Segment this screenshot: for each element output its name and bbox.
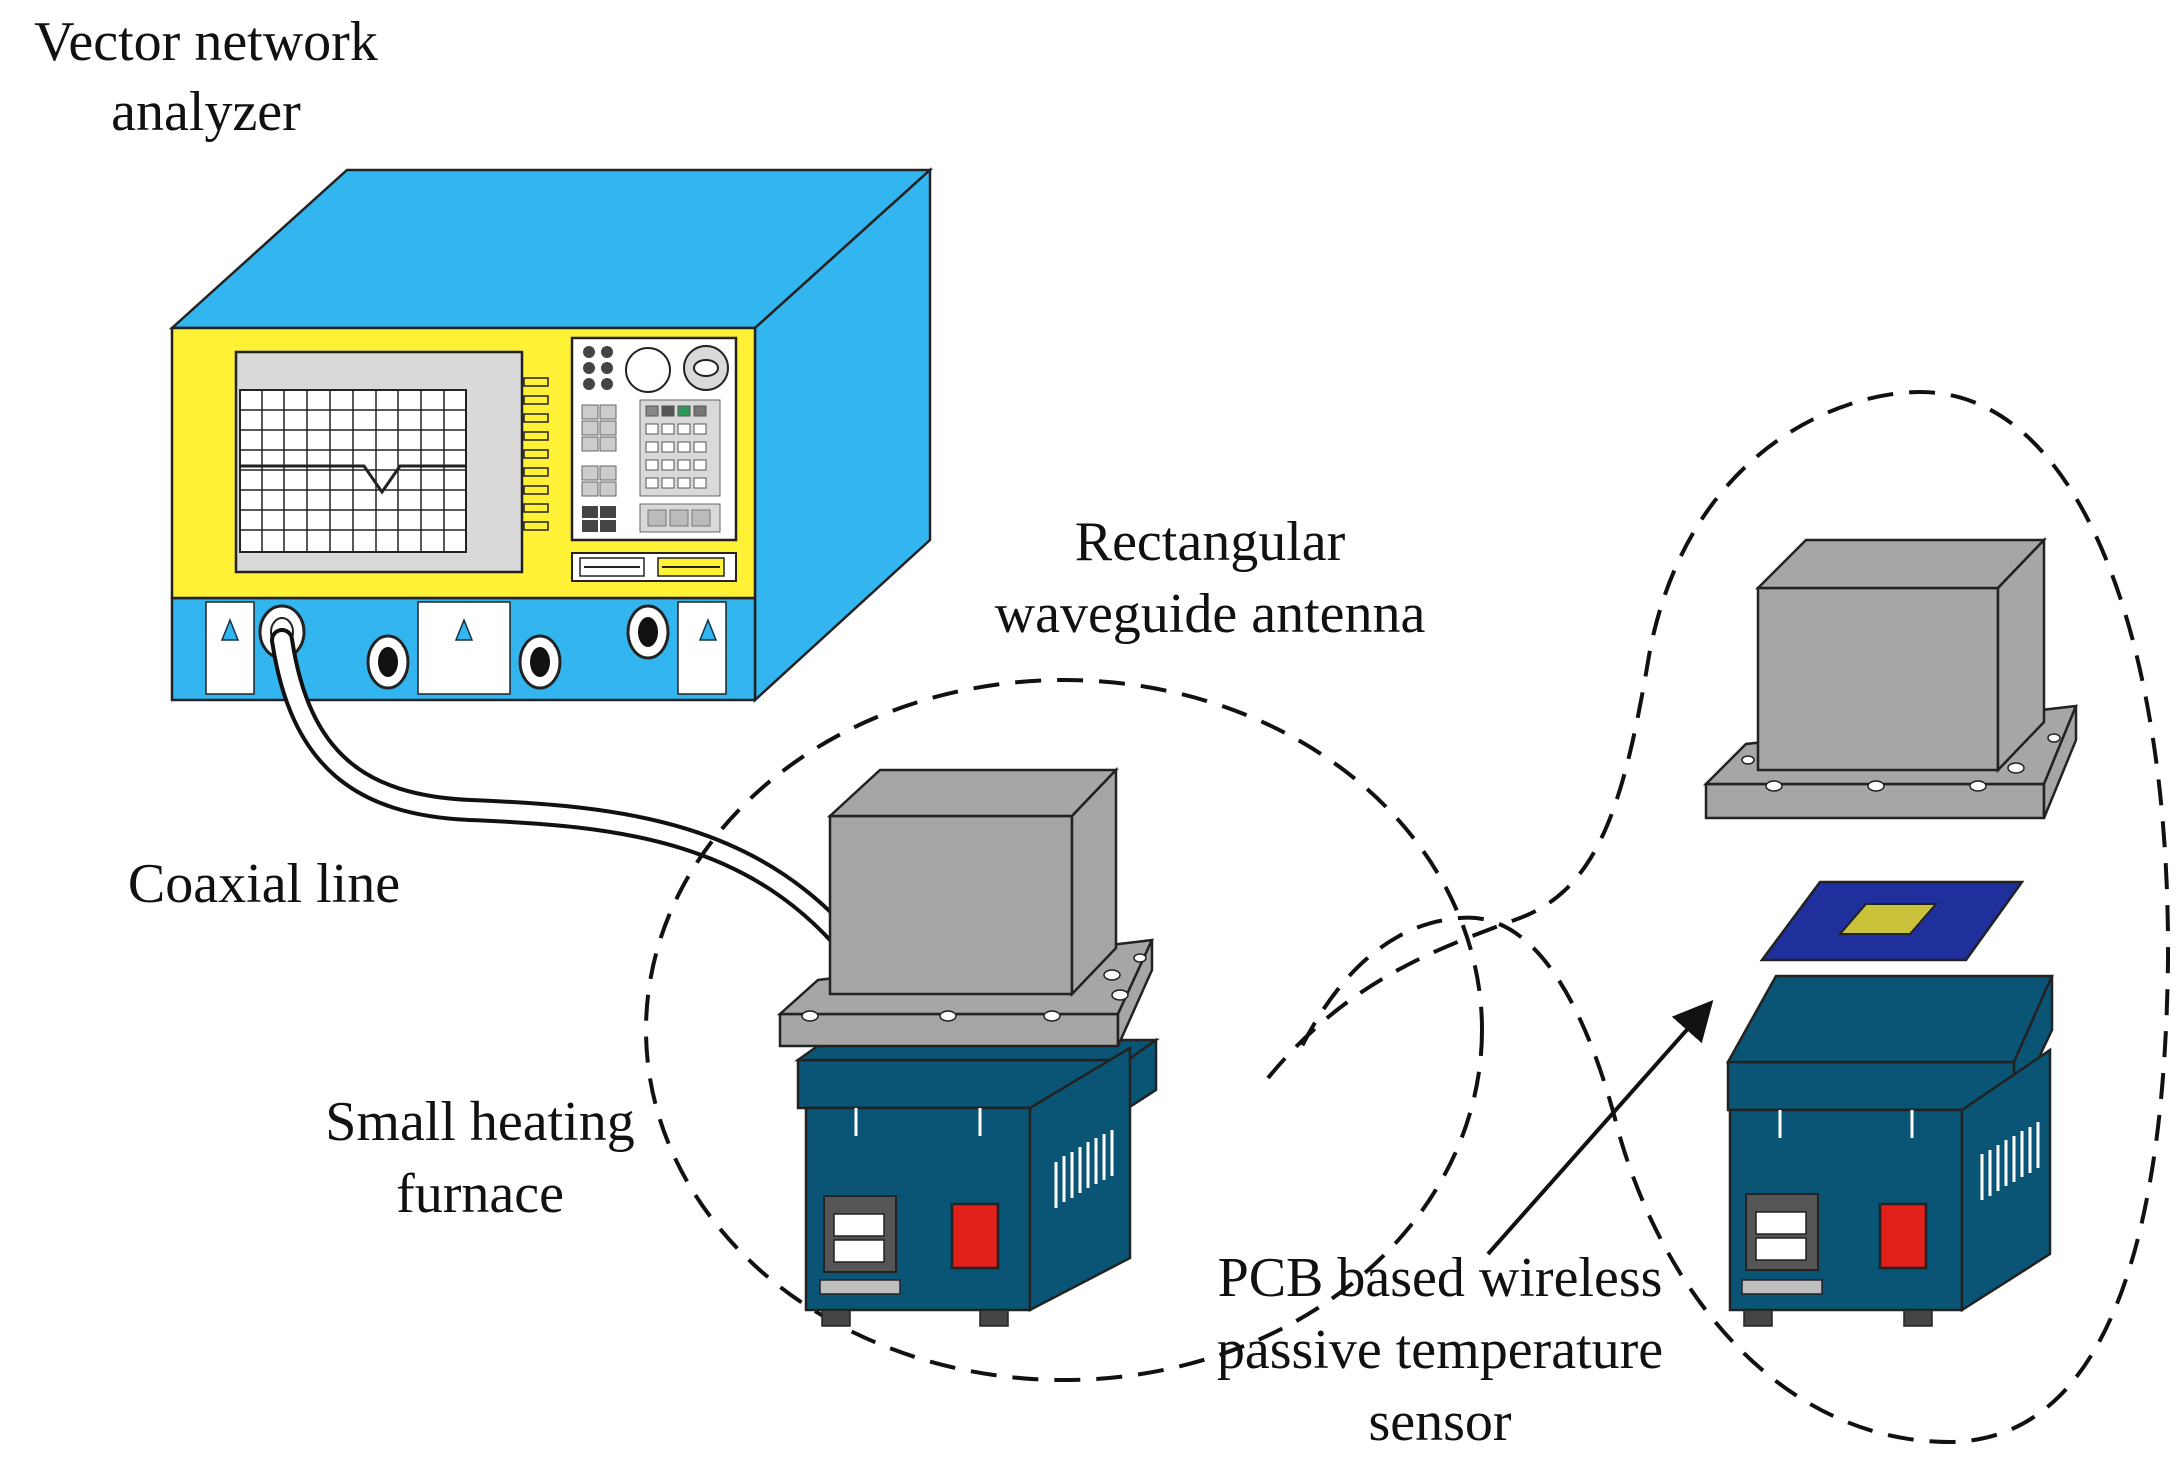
furnace-label-line1: Small heating (325, 1091, 635, 1153)
panel-connectors (571, 552, 737, 582)
vector-network-analyzer (168, 167, 934, 703)
warning-triangle-icon (454, 617, 474, 641)
heating-furnace-assembled (794, 1037, 1160, 1327)
sensor-label-line2: passive temperature (1217, 1319, 1663, 1381)
waveguide-label-line1: Rectangular (1075, 511, 1346, 573)
exploded-view-outline (1266, 389, 2171, 1445)
sensor-patch (1837, 903, 1939, 935)
coaxial-cable (270, 628, 872, 972)
assembled-setup-outline (644, 678, 1484, 1382)
sensor-label-line3: sensor (1368, 1391, 1511, 1453)
furnace-power-switch (950, 1202, 1000, 1270)
arrow-icon (1486, 1000, 1714, 1256)
screen-softkeys (523, 377, 549, 531)
furnace-label-line2: furnace (396, 1163, 564, 1225)
analyzer-control-panel (570, 336, 738, 542)
heating-furnace-exploded (1725, 974, 2054, 1327)
waveguide-antenna-assembled (776, 766, 1155, 1048)
analyzer-screen (234, 350, 524, 574)
waveguide-antenna-exploded (1702, 536, 2078, 820)
warning-triangle-icon (698, 617, 718, 641)
furnace-vents (1054, 1130, 1114, 1208)
labels: Vector network analyzer Rectangular wave… (34, 11, 1663, 1453)
warning-triangle-icon (220, 617, 240, 641)
coaxial-label: Coaxial line (128, 853, 400, 915)
vna-label-line1: Vector network (34, 11, 378, 73)
pcb-sensor (1759, 880, 2025, 962)
waveguide-label-line2: waveguide antenna (995, 583, 1426, 645)
sensor-label-line1: PCB based wireless (1218, 1247, 1663, 1309)
vna-label-line2: analyzer (111, 81, 301, 143)
